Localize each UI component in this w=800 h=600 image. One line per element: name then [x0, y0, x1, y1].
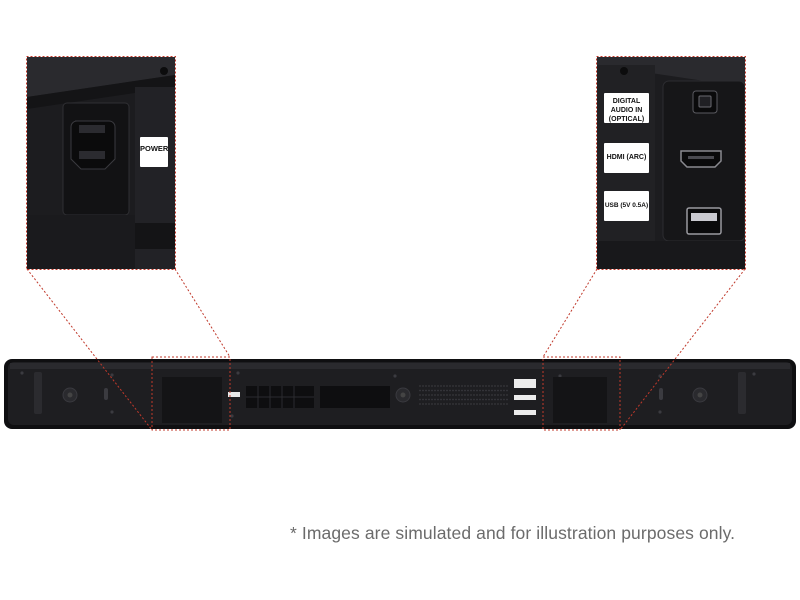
left-zoom-frame [26, 56, 176, 270]
optical-label-line1: DIGITAL AUDIO IN [610, 98, 643, 114]
left-highlight-box [151, 356, 231, 431]
disclaimer-caption: * Images are simulated and for illustrat… [290, 523, 736, 543]
callout-lines [26, 268, 746, 431]
optical-tiny-label [514, 379, 536, 388]
usb-label: USB (5V 0.5A) [604, 191, 649, 221]
power-closeup: POWER [27, 57, 175, 269]
screw-hole [160, 67, 168, 75]
power-tiny-label [228, 392, 240, 397]
power-label: POWER [140, 137, 168, 167]
right-highlight-box [542, 356, 621, 431]
soundbar-rear-panel [4, 359, 796, 429]
hdmi-tiny-label [514, 395, 536, 400]
io-recess [553, 377, 607, 423]
optical-label: DIGITAL AUDIO IN (OPTICAL) [604, 93, 649, 123]
screw-hole [620, 67, 628, 75]
power-recess [162, 377, 222, 423]
optical-label-line2: (OPTICAL) [608, 116, 645, 123]
left-end-foot [34, 372, 42, 414]
hdmi-label: HDMI (ARC) [604, 143, 649, 173]
io-ports-closeup: DIGITAL AUDIO IN (OPTICAL) HDMI (ARC) US… [597, 57, 745, 269]
rear-vent-middle [320, 386, 390, 408]
usb-tiny-label [514, 410, 536, 415]
rear-grille [419, 385, 508, 405]
right-zoom-frame [596, 56, 746, 270]
right-end-foot [738, 372, 746, 414]
